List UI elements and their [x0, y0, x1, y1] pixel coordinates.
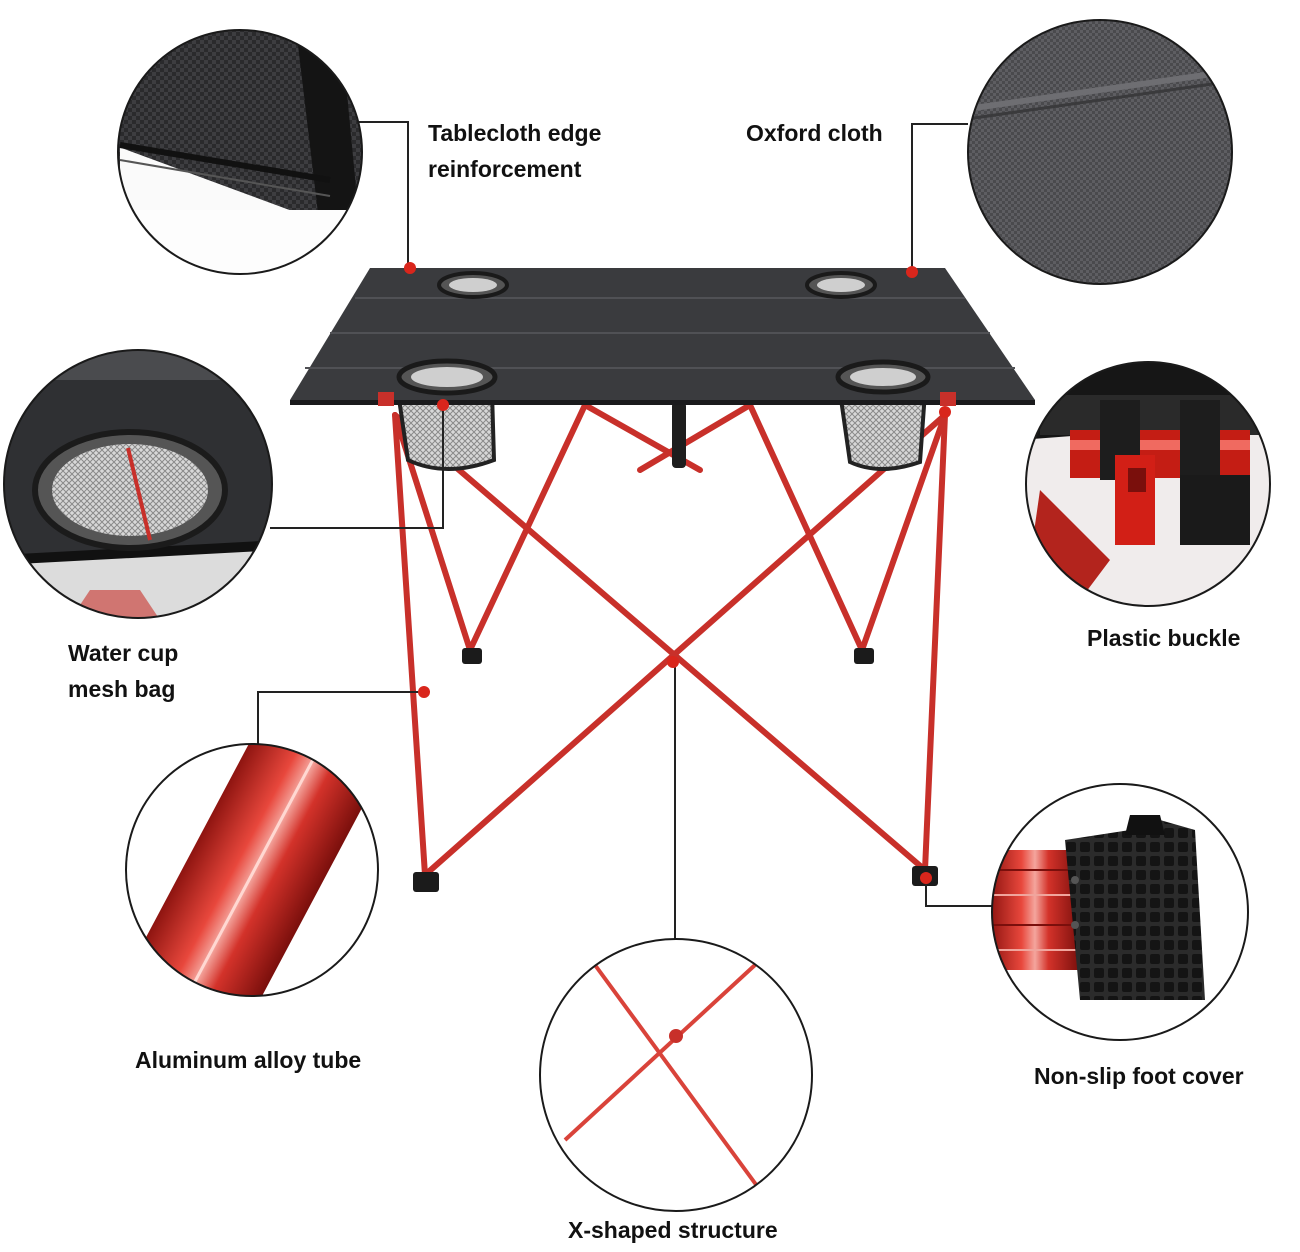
- aluminum-tube-closeup: [125, 743, 379, 997]
- label-plastic-buckle-line1: Plastic buckle: [1087, 625, 1241, 651]
- label-non-slip-foot-line1: Non-slip foot cover: [1034, 1063, 1244, 1089]
- callout-lines: [257, 121, 994, 940]
- center-strap: [672, 402, 686, 468]
- table-frame: [392, 402, 948, 878]
- label-x-structure-line1: X-shaped structure: [568, 1217, 778, 1243]
- oxford-cloth-closeup: [967, 19, 1233, 285]
- label-oxford-cloth-line1: Oxford cloth: [746, 120, 883, 146]
- mesh-bag-left: [395, 390, 497, 471]
- label-oxford-cloth: Oxford cloth: [746, 115, 883, 151]
- tablecloth-edge-closeup: [117, 29, 363, 275]
- x-structure-closeup: [539, 938, 813, 1212]
- callout-markers: [404, 262, 951, 884]
- foot-back-left: [462, 648, 482, 664]
- foot-front-left: [413, 872, 439, 892]
- folding-table: [290, 268, 1035, 892]
- label-water-cup: Water cup mesh bag: [68, 635, 178, 707]
- cup-holes: [396, 271, 931, 396]
- label-non-slip-foot: Non-slip foot cover: [1034, 1058, 1244, 1094]
- foot-back-right: [854, 648, 874, 664]
- mesh-bag-right: [837, 390, 928, 471]
- label-plastic-buckle: Plastic buckle: [1087, 620, 1240, 656]
- label-water-cup-line1: Water cup: [68, 640, 179, 666]
- plastic-buckle-closeup: [1025, 361, 1271, 607]
- label-tablecloth-edge: Tablecloth edge reinforcement: [428, 115, 601, 187]
- label-tablecloth-edge-line1: Tablecloth edge: [428, 120, 602, 146]
- label-water-cup-line2: mesh bag: [68, 676, 176, 702]
- non-slip-foot-closeup: [991, 783, 1249, 1041]
- label-tablecloth-edge-line2: reinforcement: [428, 156, 582, 182]
- water-cup-closeup: [3, 349, 273, 619]
- label-aluminum-tube: Aluminum alloy tube: [135, 1042, 361, 1078]
- label-x-structure: X-shaped structure: [568, 1212, 778, 1248]
- label-aluminum-tube-line1: Aluminum alloy tube: [135, 1047, 362, 1073]
